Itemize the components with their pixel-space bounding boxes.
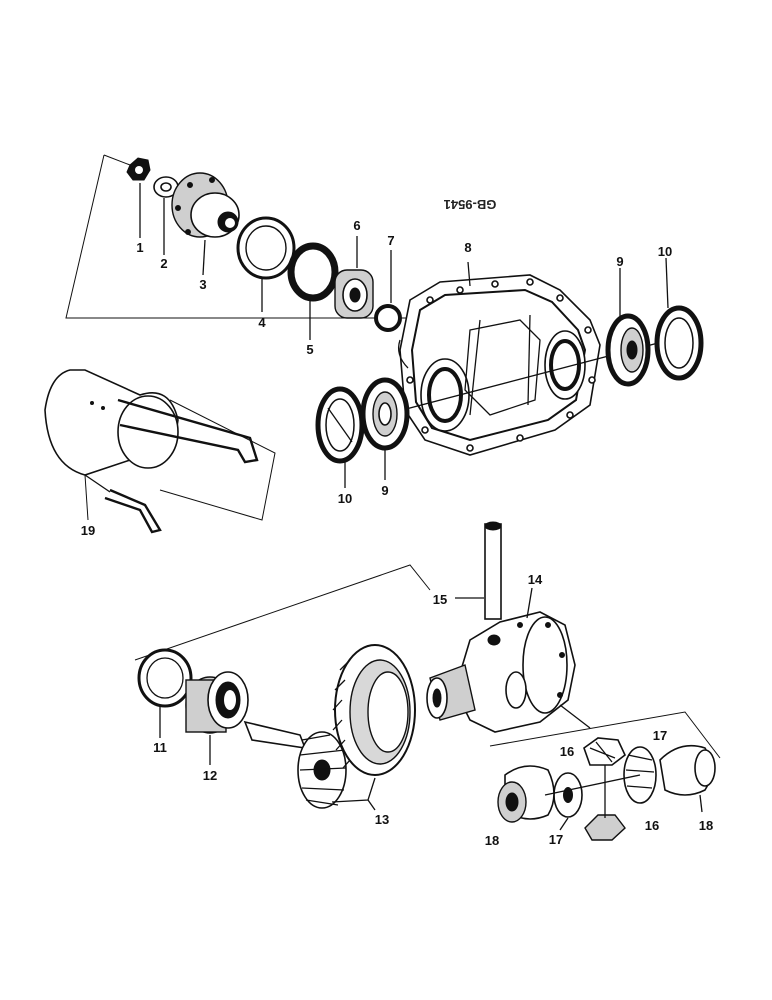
callout-3: 3 (199, 277, 206, 292)
part-13-pinion (243, 720, 347, 809)
part-15-pin (484, 521, 502, 620)
part-5-seal (287, 242, 339, 302)
callout-15: 15 (433, 592, 447, 607)
callout-16-top: 16 (560, 744, 574, 759)
part-18-shaft-right (659, 744, 716, 796)
drawing-code: GB-9541 (444, 197, 497, 212)
callout-13: 13 (375, 812, 389, 827)
pinion-group-outline (65, 154, 414, 319)
part-1-nut (126, 157, 151, 181)
callout-5: 5 (306, 342, 313, 357)
callout-2: 2 (160, 256, 167, 271)
part-18-shaft-left (497, 765, 555, 823)
callout-16-bottom: 16 (645, 818, 659, 833)
part-11-shim (137, 648, 193, 708)
part-19-guard (44, 369, 259, 534)
part-10-cup-left (315, 386, 365, 464)
callout-10-left: 10 (338, 491, 352, 506)
callout-8: 8 (464, 240, 471, 255)
part-16-pinion-top (583, 737, 626, 766)
part-3-flange (171, 172, 240, 238)
part-16-pinion-bottom (584, 814, 626, 841)
callout-9-right: 9 (616, 254, 623, 269)
part-9-bearing-left (360, 377, 410, 451)
part-12-bearing (185, 671, 249, 734)
part-6-bearing (334, 269, 374, 319)
part-7-collar (374, 304, 402, 332)
callout-14: 14 (528, 572, 543, 587)
part-9-bearing-right (605, 313, 651, 387)
callout-10-right: 10 (658, 244, 672, 259)
callout-12: 12 (203, 768, 217, 783)
part-13-crown-wheel (332, 644, 416, 776)
callout-18-right: 18 (699, 818, 713, 833)
callout-9-left: 9 (381, 483, 388, 498)
part-4-seal (236, 216, 296, 280)
callout-19: 19 (81, 523, 95, 538)
callout-17-left: 17 (549, 832, 563, 847)
callout-labels: 1 2 3 4 5 6 7 8 9 10 9 10 19 15 14 11 12… (81, 218, 713, 848)
callout-7: 7 (387, 233, 394, 248)
part-10-cup-right (654, 305, 704, 381)
callout-11: 11 (153, 740, 167, 755)
callout-17-right: 17 (653, 728, 667, 743)
callout-6: 6 (353, 218, 360, 233)
part-17-side-gear-left (553, 772, 583, 818)
callout-18-left: 18 (485, 833, 499, 848)
callout-1: 1 (136, 240, 143, 255)
part-2-washer (153, 176, 179, 198)
part-14-diff-case (426, 611, 576, 733)
part-8-housing (397, 274, 601, 456)
callout-4: 4 (258, 315, 266, 330)
